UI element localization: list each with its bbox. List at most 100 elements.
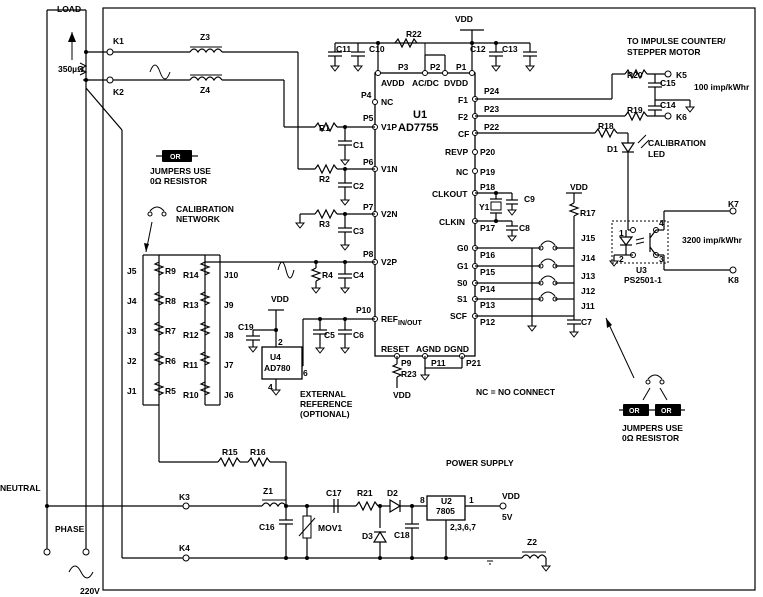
f2-label: F2 (458, 112, 468, 122)
vdd-u4-label: VDD (271, 294, 289, 304)
r20-label: R20 (627, 70, 643, 80)
r4-label: R4 (322, 270, 333, 280)
c1-label: C1 (353, 140, 364, 150)
j7-label: J7 (224, 360, 234, 370)
u4-ad780 (246, 309, 303, 396)
v1p-label: V1P (381, 122, 397, 132)
c2-label: C2 (353, 181, 364, 191)
p4-label: P4 (361, 90, 372, 100)
r12-label: R12 (183, 330, 199, 340)
j10-label: J10 (224, 270, 238, 280)
ext-ref-label-1: EXTERNAL (300, 389, 346, 399)
u3-pin2-label: 2 (619, 254, 624, 264)
r16-label: R16 (250, 447, 266, 457)
j14-label: J14 (581, 253, 595, 263)
acdc-label: AC/DC (412, 78, 439, 88)
j3-label: J3 (127, 326, 137, 336)
v1n-label: V1N (381, 164, 398, 174)
r10-label: R10 (183, 390, 199, 400)
j1-label: J1 (127, 386, 137, 396)
p14-label: P14 (480, 284, 495, 294)
mov1-label: MOV1 (318, 523, 342, 533)
dgnd-label: DGND (444, 344, 469, 354)
ext-ref-label-3: (OPTIONAL) (300, 409, 350, 419)
j13-label: J13 (581, 271, 595, 281)
p8-label: P8 (363, 249, 374, 259)
cf-label: CF (458, 129, 469, 139)
r22-label: R22 (406, 29, 422, 39)
clkin-label: CLKIN (439, 217, 465, 227)
load-label: LOAD (57, 4, 81, 14)
c16-label: C16 (259, 522, 275, 532)
v2p-label: V2P (381, 257, 397, 267)
g1-label: G1 (457, 261, 469, 271)
j12-label: J12 (581, 286, 595, 296)
ext-ref-label-2: REFERENCE (300, 399, 353, 409)
ad7755-label: AD7755 (398, 122, 438, 134)
p18-label: P18 (480, 182, 495, 192)
p15-label: P15 (480, 267, 495, 277)
y1-label: Y1 (479, 202, 490, 212)
r6-label: R6 (165, 356, 176, 366)
k6-label: K6 (676, 112, 687, 122)
r7-label: R7 (165, 326, 176, 336)
r9-label: R9 (165, 266, 176, 276)
cal-led-label-2: LED (648, 149, 665, 159)
p5-label: P5 (363, 113, 374, 123)
c12-label: C12 (470, 44, 486, 54)
u1-right-pins (472, 68, 696, 332)
agnd-label: AGND (416, 344, 441, 354)
v2n-label: V2N (381, 209, 398, 219)
k7-label: K7 (728, 199, 739, 209)
ref-label: REF (381, 314, 398, 324)
c4-label: C4 (353, 270, 364, 280)
vdd-supply-label: VDD (502, 491, 520, 501)
u4-pin2-label: 2 (278, 337, 283, 347)
c14-label: C14 (660, 100, 676, 110)
c15-label: C15 (660, 78, 676, 88)
p2-label: P2 (430, 62, 441, 72)
p24-label: P24 (484, 86, 499, 96)
s1-label: S1 (457, 294, 468, 304)
p12-label: P12 (480, 317, 495, 327)
c6-label: C6 (353, 330, 364, 340)
impulse-title-2: STEPPER MOTOR (627, 47, 701, 57)
j15-label: J15 (581, 233, 595, 243)
s0-label: S0 (457, 278, 468, 288)
p11-label: P11 (431, 358, 446, 368)
k4-label: K4 (179, 543, 190, 553)
k2-label: K2 (113, 87, 124, 97)
z4-label: Z4 (200, 85, 210, 95)
p19-label: P19 (480, 167, 495, 177)
neutral-label: NEUTRAL (0, 483, 41, 493)
u3-pin1-label: 1 (619, 228, 624, 238)
z3-label: Z3 (200, 32, 210, 42)
zero-ohm-left: 0Ω RESISTOR (150, 176, 207, 186)
mains-lines (43, 9, 171, 579)
u3-pin3-label: 3 (659, 254, 664, 264)
cal-led-label-1: CALIBRATION (648, 138, 706, 148)
r19-label: R19 (627, 105, 643, 115)
r5-label: R5 (165, 386, 176, 396)
r21-label: R21 (357, 488, 373, 498)
imp100-label: 100 imp/kWhr (694, 82, 750, 92)
r14-label: R14 (183, 270, 199, 280)
c17-label: C17 (326, 488, 342, 498)
r11-label: R11 (183, 360, 198, 370)
p1-label: P1 (456, 62, 467, 72)
z1-label: Z1 (263, 486, 273, 496)
v220-label: 220V (80, 586, 100, 596)
u2-pin8-label: 8 (420, 495, 425, 505)
r18-label: R18 (598, 121, 614, 131)
c3-label: C3 (353, 226, 364, 236)
calibration-network (142, 206, 221, 463)
d2-label: D2 (387, 488, 398, 498)
p20-label: P20 (480, 147, 495, 157)
power-supply-section (45, 87, 552, 572)
u4-pin6-label: 6 (303, 368, 308, 378)
u2-pin1-label: 1 (469, 495, 474, 505)
u7805-label: 7805 (436, 506, 455, 516)
u1-ad7755-chip (374, 72, 476, 357)
phase-label: PHASE (55, 524, 85, 534)
